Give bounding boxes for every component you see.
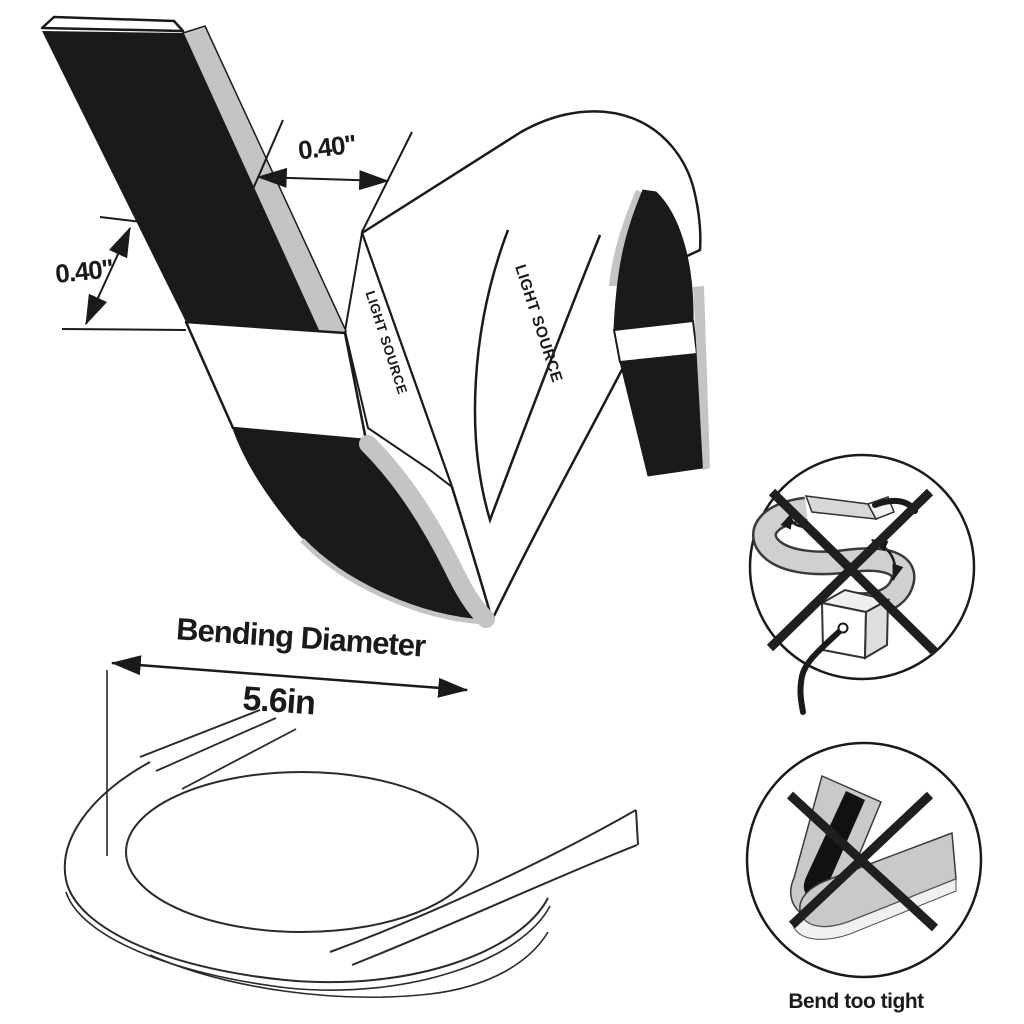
coil-cross-line-3 bbox=[181, 728, 297, 790]
height-extension-line-bottom bbox=[61, 328, 187, 331]
warning-bend-too-tight bbox=[745, 741, 983, 979]
strip-end-black-face bbox=[619, 353, 704, 477]
strip-inner-edge-curve bbox=[473, 229, 602, 524]
dimension-depth: 0.40" bbox=[242, 119, 413, 233]
power-wire bbox=[797, 625, 846, 715]
bending-diameter-arrow bbox=[110, 655, 469, 698]
coil-cross-line-1 bbox=[139, 709, 261, 758]
height-extension-line-top bbox=[99, 216, 151, 224]
no-twist-x-line-2 bbox=[766, 488, 934, 652]
coiled-strip-illustration bbox=[63, 709, 639, 998]
strip-end-gray-edge bbox=[693, 286, 710, 470]
coil-outer-edge bbox=[63, 761, 549, 984]
strip-bend-gray-edge bbox=[359, 435, 495, 628]
bend-too-tight-caption: Bend too tight bbox=[788, 990, 924, 1013]
coil-tail-end-cap bbox=[635, 809, 639, 846]
tight-bend-black-stripe bbox=[803, 791, 865, 899]
strip-bend-bottom-sliver bbox=[300, 538, 485, 625]
bend-x-line-2 bbox=[788, 791, 934, 929]
coil-tail-top-edge bbox=[329, 809, 637, 953]
strip-top-cap bbox=[40, 15, 185, 33]
bending-diameter-value: 5.6in bbox=[241, 680, 316, 723]
coil-cross-line-2 bbox=[155, 717, 277, 772]
depth-dimension-label: 0.40" bbox=[296, 129, 357, 166]
strip-front-face-black bbox=[42, 31, 325, 346]
coil-tail-bottom-edge bbox=[351, 844, 638, 966]
neon-strip-s-illustration: LIGHT SOURCE LIGHT SOURCE bbox=[40, 15, 710, 628]
height-dimension-arrow bbox=[85, 226, 131, 326]
strip-cut-band bbox=[184, 320, 368, 442]
coil-inner-loop bbox=[125, 771, 479, 933]
dimension-height: 0.40" bbox=[54, 216, 187, 331]
warning-no-twist bbox=[748, 453, 976, 715]
strip-side-face bbox=[343, 229, 455, 490]
coil-thickness-line-2 bbox=[149, 931, 549, 998]
coil-thickness-line-1 bbox=[65, 891, 551, 991]
height-dimension-label: 0.40" bbox=[54, 253, 115, 289]
tight-bend-bottom-face bbox=[792, 878, 957, 940]
bending-diameter-title: Bending Diameter bbox=[175, 611, 427, 663]
depth-extension-line-left bbox=[242, 119, 284, 213]
depth-dimension-arrow bbox=[256, 167, 390, 191]
wire-connector-dot bbox=[837, 622, 849, 634]
